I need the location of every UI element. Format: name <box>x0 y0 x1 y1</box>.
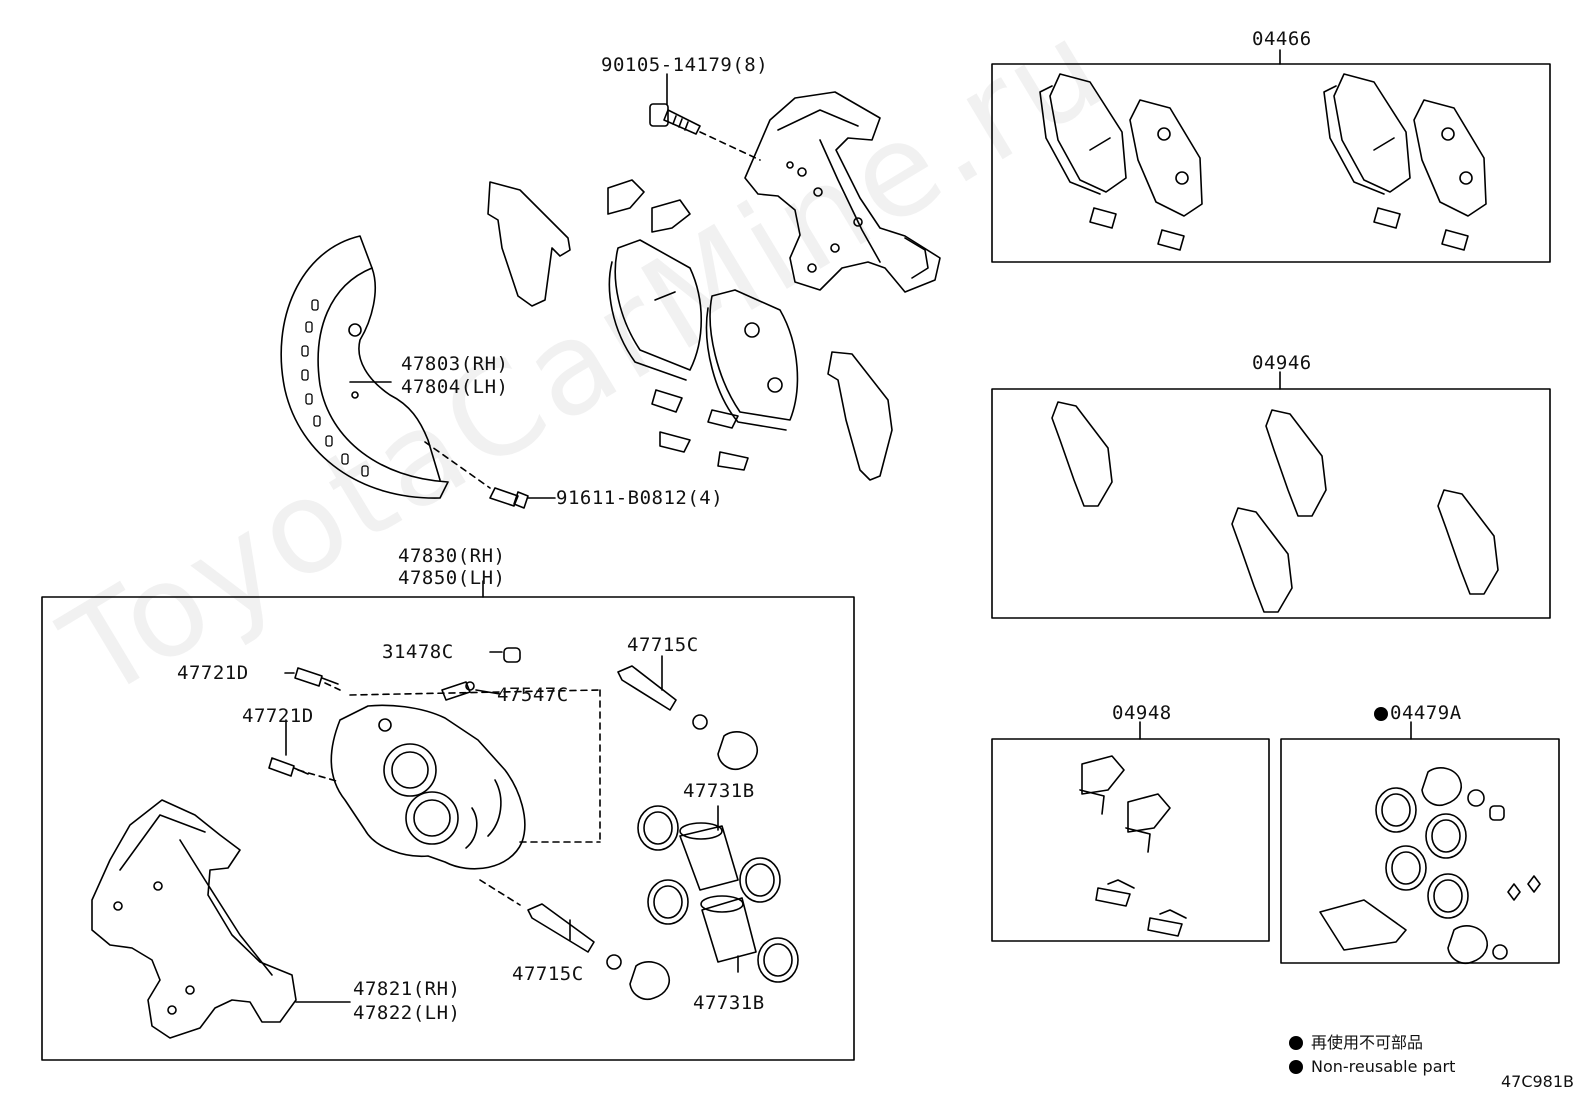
legend-dot-icon <box>1289 1060 1303 1074</box>
bleeder-47547C-icon <box>441 681 475 701</box>
caliper-assembly-box <box>41 596 855 1061</box>
dust-shield-icon <box>280 235 449 499</box>
label-47731B-lower: 47731B <box>693 992 765 1014</box>
kit-04948-clips-icon <box>1079 755 1187 937</box>
boot-lower-icon <box>629 961 670 1000</box>
kit-04466-pads-icon <box>1039 73 1487 251</box>
boot-upper-icon <box>717 731 758 770</box>
piston-seal-ring-icon <box>637 805 799 983</box>
bolt-91611-icon <box>489 487 529 509</box>
legend-jp-text: 再使用不可部品 <box>1311 1033 1424 1052</box>
brake-pad-inner-icon <box>608 239 702 381</box>
mounting-bracket-top-icon <box>744 91 941 293</box>
label-bolt-90105: 90105-14179(8) <box>601 54 769 76</box>
label-kit-04479A: 04479A <box>1374 702 1462 724</box>
diagram-code: 47C981B <box>1500 1072 1574 1091</box>
non-reusable-dot-icon <box>1374 707 1388 721</box>
kit-04946-shims-icon <box>1051 401 1499 613</box>
bolt-90105-icon <box>649 73 701 135</box>
brake-pad-outer-icon <box>705 289 799 431</box>
kit-box-04466 <box>991 63 1551 263</box>
cap-31478C-icon <box>503 647 521 663</box>
legend-en: Non-reusable part <box>1289 1056 1455 1078</box>
slide-pin-lower-icon <box>527 903 622 970</box>
legend-en-text: Non-reusable part <box>1311 1057 1456 1076</box>
label-kit-04946: 04946 <box>1252 352 1312 374</box>
label-caliper-rh: 47830(RH) <box>398 545 506 567</box>
kit-04479A-seals-icon <box>1319 767 1541 964</box>
caliper-body-icon <box>330 704 526 870</box>
anti-squeal-shim-right-icon <box>827 351 893 481</box>
pin-47721D-upper-icon <box>294 667 339 687</box>
legend-jp: 再使用不可部品 <box>1289 1032 1423 1054</box>
label-mount-lh: 47822(LH) <box>353 1002 461 1024</box>
label-47715C-lower: 47715C <box>512 963 584 985</box>
kit-box-04479A <box>1280 738 1560 964</box>
pin-47721D-lower-icon <box>268 757 309 777</box>
piston-47731B-icon <box>679 822 757 963</box>
label-47547C: 47547C <box>497 684 569 706</box>
label-caliper-lh: 47850(LH) <box>398 567 506 589</box>
label-bolt-91611: 91611-B0812(4) <box>556 487 724 509</box>
label-47721D-lower: 47721D <box>242 705 314 727</box>
label-47721D-upper: 47721D <box>177 662 249 684</box>
anti-squeal-shim-left-icon <box>487 181 571 307</box>
kit-box-04948 <box>991 738 1270 942</box>
kit-04479A-code: 04479A <box>1390 702 1462 724</box>
kit-box-04946 <box>991 388 1551 619</box>
label-kit-04466: 04466 <box>1252 28 1312 50</box>
label-dust-shield-rh: 47803(RH) <box>401 353 509 375</box>
legend-dot-icon <box>1289 1036 1303 1050</box>
label-47715C-upper: 47715C <box>627 634 699 656</box>
slide-pin-upper-icon <box>617 665 708 730</box>
label-dust-shield-lh: 47804(LH) <box>401 376 509 398</box>
mounting-bracket-lower-icon <box>91 799 297 1039</box>
label-31478C: 31478C <box>382 641 454 663</box>
label-mount-rh: 47821(RH) <box>353 978 461 1000</box>
label-kit-04948: 04948 <box>1112 702 1172 724</box>
label-47731B-upper: 47731B <box>683 780 755 802</box>
pad-clips-icon <box>607 179 749 471</box>
